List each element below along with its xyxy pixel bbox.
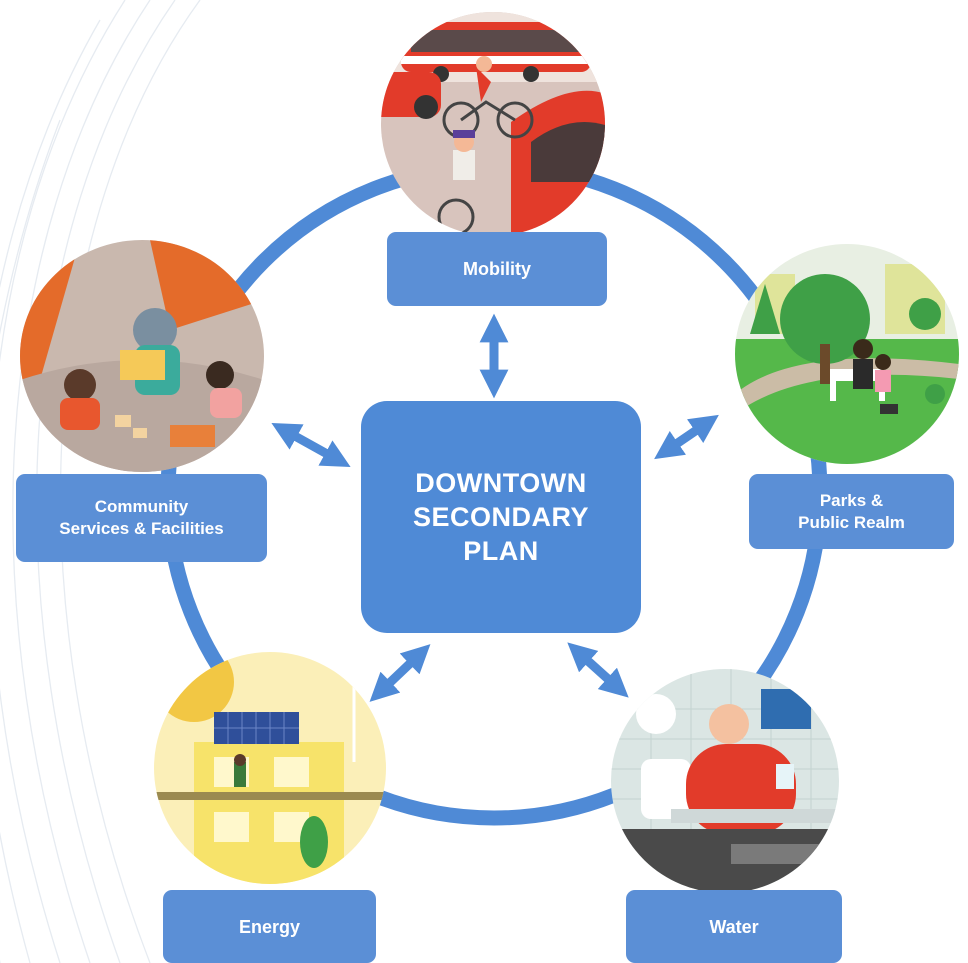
arrow-parks bbox=[654, 414, 719, 460]
community-label-line1: Community bbox=[94, 497, 189, 516]
center-title-line3: PLAN bbox=[463, 536, 539, 566]
arrow-community bbox=[271, 423, 351, 467]
mobility-label-text: Mobility bbox=[463, 259, 531, 279]
community-services-label: Community Services & Facilities bbox=[16, 474, 267, 562]
parks-label: Parks & Public Realm bbox=[749, 474, 954, 549]
energy-label-text: Energy bbox=[238, 916, 301, 937]
water-label-text: Water bbox=[709, 916, 759, 937]
mobility-label: Mobility bbox=[387, 232, 607, 306]
arrow-water bbox=[567, 642, 629, 698]
arrow-energy bbox=[369, 644, 431, 702]
center-title-line2: SECONDARY bbox=[412, 502, 590, 532]
water-illustration bbox=[611, 669, 839, 893]
community-label-line2: Services & Facilities bbox=[59, 519, 224, 538]
center-plan-box: DOWNTOWN SECONDARY PLAN bbox=[361, 401, 641, 633]
parks-label-line1: Parks & bbox=[819, 490, 884, 510]
water-label: Water bbox=[626, 890, 842, 963]
parks-label-line2: Public Realm bbox=[798, 512, 905, 532]
mobility-illustration bbox=[381, 12, 605, 236]
energy-label: Energy bbox=[163, 890, 376, 963]
energy-illustration bbox=[154, 652, 386, 884]
center-title-line1: DOWNTOWN bbox=[415, 468, 587, 498]
